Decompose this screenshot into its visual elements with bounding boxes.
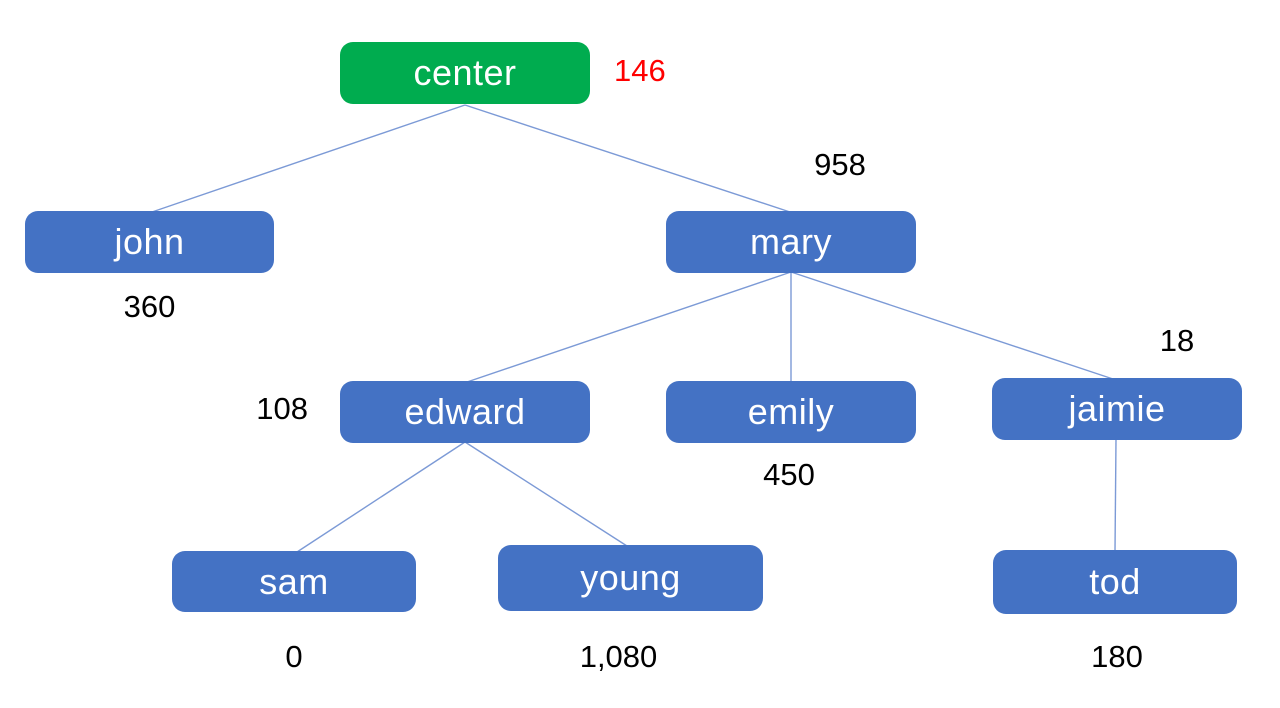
edge-center-mary bbox=[464, 104, 791, 213]
edge-mary-jaimie bbox=[790, 271, 1114, 380]
value-mary: 958 bbox=[814, 147, 866, 182]
value-jaimie: 18 bbox=[1159, 323, 1195, 358]
node-sam: sam bbox=[172, 551, 416, 612]
node-young: young bbox=[498, 545, 763, 611]
edge-edward-sam bbox=[296, 441, 466, 553]
node-emily: emily bbox=[666, 381, 916, 443]
value-edward: 108 bbox=[256, 391, 308, 426]
node-jaimie: jaimie bbox=[992, 378, 1242, 440]
value-sam: 0 bbox=[285, 639, 303, 674]
node-mary-label: mary bbox=[750, 221, 832, 262]
node-tod-label: tod bbox=[1089, 561, 1141, 602]
value-emily: 450 bbox=[763, 457, 815, 492]
node-sam-label: sam bbox=[259, 560, 329, 602]
node-jaimie-label: jaimie bbox=[1068, 388, 1166, 429]
node-center: center bbox=[340, 42, 590, 104]
node-emily-label: emily bbox=[747, 391, 835, 432]
node-young-label: young bbox=[580, 557, 681, 598]
value-young: 1,080 bbox=[579, 639, 658, 674]
edge-center-john bbox=[151, 104, 466, 213]
node-edward: edward bbox=[340, 381, 590, 443]
node-mary: mary bbox=[666, 211, 916, 273]
value-center: 146 bbox=[614, 53, 666, 88]
node-edward-label: edward bbox=[404, 391, 526, 432]
edge-mary-edward bbox=[466, 271, 792, 383]
edge-edward-young bbox=[464, 441, 628, 547]
node-center-label: center bbox=[413, 52, 517, 93]
value-john: 360 bbox=[123, 289, 176, 324]
node-john-label: john bbox=[114, 221, 185, 262]
edge-jaimie-tod bbox=[1114, 438, 1117, 552]
node-tod: tod bbox=[993, 550, 1237, 614]
node-john: john bbox=[25, 211, 274, 273]
value-tod: 180 bbox=[1091, 639, 1143, 674]
